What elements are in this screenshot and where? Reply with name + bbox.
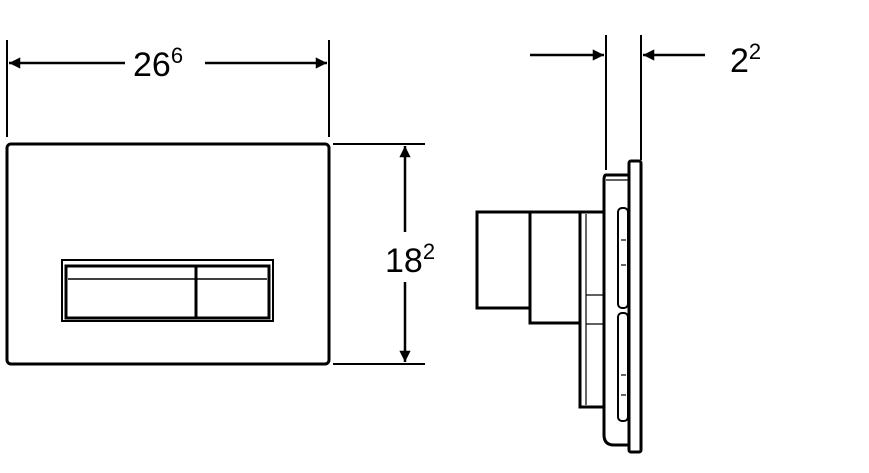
button-sleeve — [578, 210, 606, 409]
depth-dimension — [530, 35, 705, 170]
height-label: 182 — [385, 239, 435, 280]
width-dimension — [6, 40, 330, 137]
width-label: 266 — [133, 43, 183, 84]
button-block-mid — [528, 210, 582, 325]
button-block-front — [475, 210, 532, 310]
side-plate — [627, 159, 643, 454]
front-view — [5, 142, 331, 366]
side-view — [475, 159, 643, 454]
side-frame — [602, 173, 629, 447]
depth-label: 22 — [730, 39, 761, 80]
height-dimension — [333, 143, 425, 365]
front-plate — [5, 142, 331, 366]
flush-buttons — [61, 259, 274, 322]
